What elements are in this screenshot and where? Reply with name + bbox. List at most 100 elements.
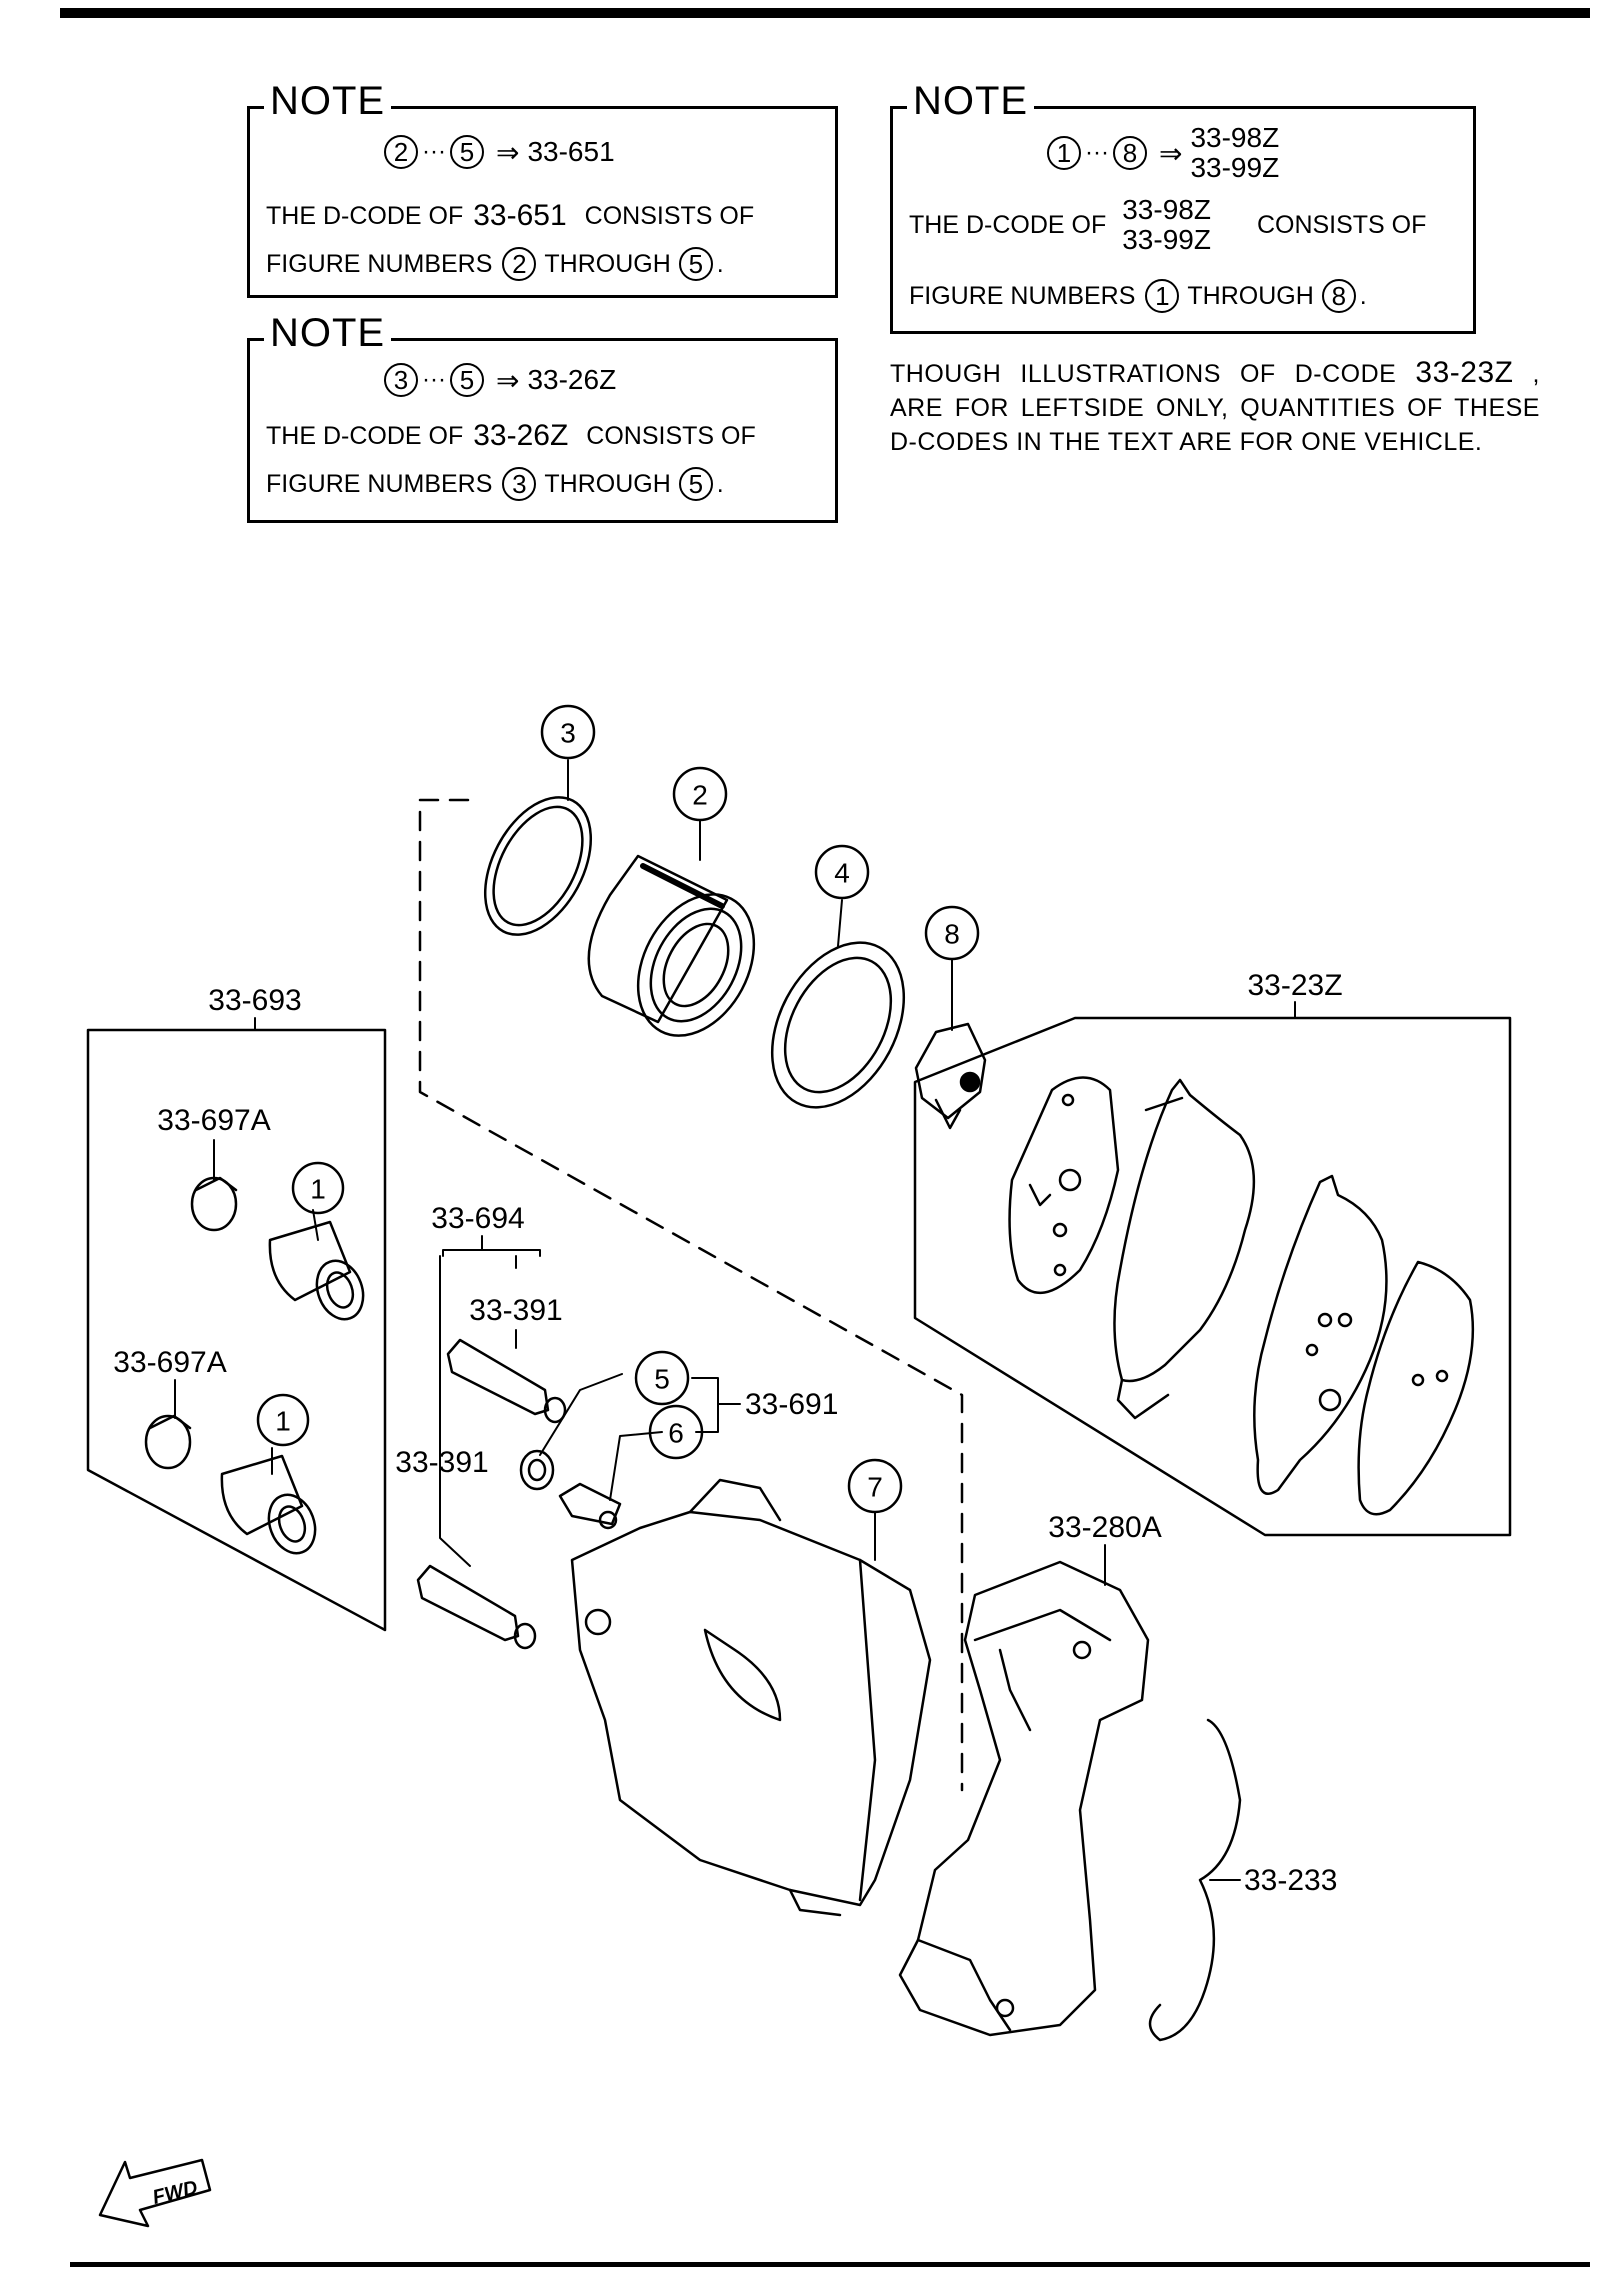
callout-circle: 5 xyxy=(449,135,484,169)
pad-shim-inner xyxy=(1357,1260,1475,1516)
side-note-part1: THOUGH ILLUSTRATIONS OF D-CODE xyxy=(890,360,1397,388)
through-text: THROUGH xyxy=(1187,281,1314,310)
bracket-box-33-693 xyxy=(86,1028,387,1632)
consists-code: 33-651 xyxy=(473,199,567,232)
note-code-b: 33-99Z xyxy=(1190,152,1280,183)
pad-box-33-23Z xyxy=(913,1016,1512,1537)
note-title: NOTE xyxy=(264,81,392,121)
note-figure-line: FIGURE NUMBERS 2 THROUGH 5 . xyxy=(266,247,724,281)
label-33-697A-top: 33-697A xyxy=(157,1104,270,1137)
arrow-symbol: ⇒ xyxy=(1158,137,1183,169)
caliper-clip xyxy=(914,1022,987,1130)
label-33-391-b: 33-391 xyxy=(395,1446,488,1479)
guide-pin-upper xyxy=(446,1338,567,1424)
figure-prefix: FIGURE NUMBERS xyxy=(266,249,493,278)
note-consists-line: THE D-CODE OF 33-98Z 33-99Z CONSISTS OF xyxy=(909,195,1426,255)
callout-circle: 3 xyxy=(502,467,537,501)
pad-outer xyxy=(1113,1078,1256,1420)
period: . xyxy=(1359,281,1367,310)
arrow-symbol: ⇒ xyxy=(495,364,520,396)
label-33-694: 33-694 xyxy=(431,1202,524,1235)
side-note-code: 33-23Z xyxy=(1415,356,1514,389)
note-consists-line: THE D-CODE OF 33-26Z CONSISTS OF xyxy=(266,419,756,453)
consists-suffix: CONSISTS OF xyxy=(1256,210,1427,239)
period: . xyxy=(716,249,724,278)
callout-5: 5 xyxy=(654,1364,670,1395)
range-dots: ··· xyxy=(422,138,446,165)
top-rule xyxy=(60,8,1590,18)
callout-circle: 2 xyxy=(384,135,418,169)
consists-prefix: THE D-CODE OF xyxy=(909,210,1107,239)
note-code-a: 33-98Z xyxy=(1190,122,1280,153)
callout-4: 4 xyxy=(834,858,850,889)
callout-8: 8 xyxy=(944,919,960,950)
note-range-line: 2 ··· 5 ⇒ 33-651 xyxy=(380,135,615,169)
note-range-line: 1 ··· 8 ⇒ 33-98Z 33-99Z xyxy=(1043,123,1279,183)
dust-boot xyxy=(770,941,906,1109)
note-figure-line: FIGURE NUMBERS 3 THROUGH 5 . xyxy=(266,467,724,501)
dashed-assembly-outline xyxy=(418,798,964,1792)
note-consists-line: THE D-CODE OF 33-651 CONSISTS OF xyxy=(266,199,754,233)
callout-circles xyxy=(256,704,980,1514)
bushing-top xyxy=(190,1176,238,1232)
label-33-691: 33-691 xyxy=(745,1388,838,1421)
bushing-bottom xyxy=(144,1414,192,1470)
note-code: 33-26Z xyxy=(527,364,617,395)
caliper-body xyxy=(570,1478,932,1917)
callout-circle: 8 xyxy=(1112,136,1147,170)
note-code: 33-651 xyxy=(527,136,615,167)
consists-prefix: THE D-CODE OF xyxy=(266,201,464,230)
label-33-693: 33-693 xyxy=(208,984,301,1017)
callout-circle: 1 xyxy=(1047,136,1081,170)
consists-prefix: THE D-CODE OF xyxy=(266,421,464,450)
arrow-symbol: ⇒ xyxy=(495,136,520,168)
caliper-piston xyxy=(587,854,756,1037)
piston-seal-ring xyxy=(483,796,593,936)
fwd-label: FWD xyxy=(150,2177,200,2209)
callout-1-bottom: 1 xyxy=(275,1406,291,1437)
through-text: THROUGH xyxy=(544,249,671,278)
label-33-280A: 33-280A xyxy=(1048,1511,1161,1544)
period: . xyxy=(716,469,724,498)
figure-prefix: FIGURE NUMBERS xyxy=(909,281,1136,310)
label-33-391-a: 33-391 xyxy=(469,1294,562,1327)
callout-circle: 1 xyxy=(1145,279,1180,313)
consists-suffix: CONSISTS OF xyxy=(586,421,756,450)
figure-prefix: FIGURE NUMBERS xyxy=(266,469,493,498)
bottom-rule xyxy=(70,2262,1590,2267)
note-code-stack: 33-98Z 33-99Z xyxy=(1190,123,1279,183)
consists-suffix: CONSISTS OF xyxy=(584,201,755,230)
note-range-line: 3 ··· 5 ⇒ 33-26Z xyxy=(380,363,616,397)
callout-circle: 8 xyxy=(1321,279,1356,313)
consists-code-b: 33-99Z xyxy=(1122,224,1211,255)
callout-circle: 3 xyxy=(384,363,418,397)
anti-rattle-spring xyxy=(1148,1718,1242,2042)
callout-6: 6 xyxy=(668,1418,684,1449)
sleeve-bottom xyxy=(220,1454,317,1555)
callout-1-top: 1 xyxy=(310,1174,326,1205)
callout-2: 2 xyxy=(692,780,708,811)
sleeve-top xyxy=(268,1220,365,1321)
callout-7: 7 xyxy=(867,1472,883,1503)
callout-circle: 5 xyxy=(678,247,713,281)
label-33-233: 33-233 xyxy=(1244,1864,1337,1897)
callout-circle: 5 xyxy=(678,467,713,501)
consists-code-stack: 33-98Z 33-99Z xyxy=(1122,195,1211,255)
bleeder-screw xyxy=(558,1482,622,1530)
note-box-33-651: NOTE 2 ··· 5 ⇒ 33-651 THE D-CODE OF 33-6… xyxy=(247,81,838,298)
callout-circle: 5 xyxy=(449,363,484,397)
consists-code: 33-26Z xyxy=(473,419,569,452)
note-figure-line: FIGURE NUMBERS 1 THROUGH 8 . xyxy=(909,279,1367,313)
pad-inner xyxy=(1253,1174,1388,1495)
callout-circle: 2 xyxy=(502,247,537,281)
guide-pin-lower xyxy=(416,1564,537,1650)
consists-code-a: 33-98Z xyxy=(1122,194,1211,225)
note-box-33-98Z: NOTE 1 ··· 8 ⇒ 33-98Z 33-99Z THE D-CODE … xyxy=(890,81,1476,334)
callout-3: 3 xyxy=(560,718,576,749)
note-title: NOTE xyxy=(907,81,1035,121)
note-title: NOTE xyxy=(264,313,392,353)
side-note-part2: , ARE FOR LEFTSIDE ONLY, QUANTITIES OF T… xyxy=(890,360,1540,456)
pad-shim-outer xyxy=(1008,1076,1120,1295)
fwd-arrow-icon xyxy=(98,2158,212,2228)
